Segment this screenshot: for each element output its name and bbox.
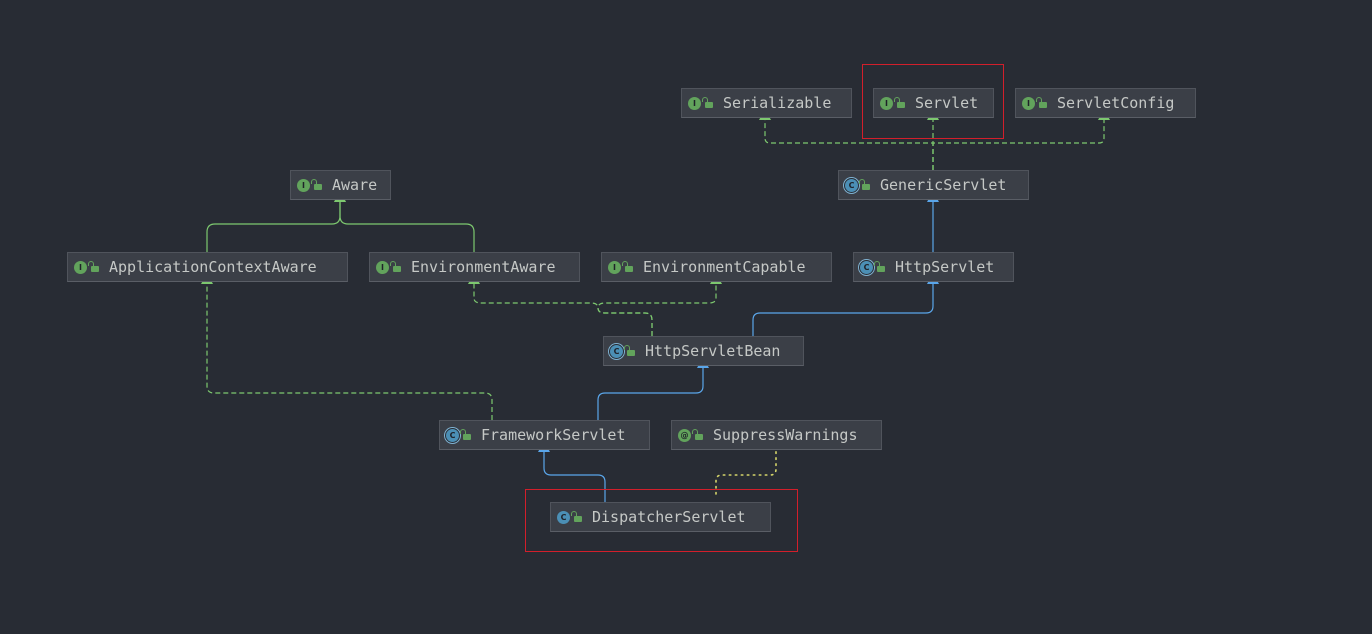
node-httpservletbean[interactable]: C HttpServletBean	[603, 336, 804, 366]
node-frameworkservlet[interactable]: C FrameworkServlet	[439, 420, 650, 450]
node-suppresswarnings[interactable]: @ SuppressWarnings	[671, 420, 882, 450]
node-genericservlet[interactable]: C GenericServlet	[838, 170, 1029, 200]
edge-frameworkservlet-to-httpservletbean	[597, 357, 709, 420]
interface-kind-icon: I	[297, 178, 310, 192]
interface-kind-icon: I	[688, 96, 701, 110]
interface-kind-icon: I	[74, 260, 87, 274]
public-lock-icon	[622, 261, 633, 272]
public-lock-icon	[692, 429, 703, 440]
class-kind-icon: C	[557, 510, 570, 524]
edge-httpservletbean-to-environmentaware	[468, 273, 653, 336]
public-lock-icon	[571, 511, 582, 522]
annotation-kind-icon: @	[678, 428, 691, 442]
public-lock-icon	[460, 429, 471, 440]
interface-kind-icon: I	[880, 96, 893, 110]
public-lock-icon	[624, 345, 635, 356]
node-environmentcapable[interactable]: I EnvironmentCapable	[601, 252, 832, 282]
public-lock-icon	[859, 179, 870, 190]
public-lock-icon	[311, 179, 322, 190]
edge-httpservletbean-to-httpservlet	[752, 273, 939, 336]
node-label: ApplicationContextAware	[109, 258, 317, 276]
edge-dispatcherservlet-to-suppresswarnings	[715, 450, 777, 495]
abstract-kind-icon: C	[845, 178, 858, 192]
node-servlet[interactable]: I Servlet	[873, 88, 994, 118]
node-label: HttpServlet	[895, 258, 995, 276]
node-aware[interactable]: I Aware	[290, 170, 391, 200]
public-lock-icon	[1036, 97, 1047, 108]
node-label: HttpServletBean	[645, 342, 781, 360]
edge-genericservlet-to-servletconfig	[932, 109, 1110, 170]
public-lock-icon	[874, 261, 885, 272]
public-lock-icon	[88, 261, 99, 272]
node-label: EnvironmentCapable	[643, 258, 806, 276]
interface-kind-icon: I	[376, 260, 389, 274]
public-lock-icon	[894, 97, 905, 108]
node-httpservlet[interactable]: C HttpServlet	[853, 252, 1014, 282]
node-environmentaware[interactable]: I EnvironmentAware	[369, 252, 580, 282]
node-dispatcherservlet[interactable]: C DispatcherServlet	[550, 502, 771, 532]
interface-kind-icon: I	[608, 260, 621, 274]
edge-genericservlet-to-serializable	[759, 109, 934, 170]
abstract-kind-icon: C	[446, 428, 459, 442]
node-label: DispatcherServlet	[592, 508, 746, 526]
node-label: SuppressWarnings	[713, 426, 858, 444]
edge-frameworkservlet-to-applicationcontextaware	[201, 273, 493, 420]
node-servletconfig[interactable]: I ServletConfig	[1015, 88, 1196, 118]
node-label: ServletConfig	[1057, 94, 1175, 112]
edge-httpservletbean-to-environmentcapable	[597, 273, 722, 336]
node-label: Aware	[332, 176, 378, 194]
node-label: EnvironmentAware	[411, 258, 556, 276]
edge-environmentaware-to-aware	[334, 191, 475, 252]
edge-dispatcherservlet-to-frameworkservlet	[538, 441, 606, 502]
node-applicationcontextaware[interactable]: I ApplicationContextAware	[67, 252, 348, 282]
node-label: Servlet	[915, 94, 979, 112]
node-label: GenericServlet	[880, 176, 1007, 194]
node-label: FrameworkServlet	[481, 426, 626, 444]
public-lock-icon	[702, 97, 713, 108]
abstract-kind-icon: C	[610, 344, 623, 358]
interface-kind-icon: I	[1022, 96, 1035, 110]
edge-applicationcontextaware-to-aware	[206, 191, 346, 252]
public-lock-icon	[390, 261, 401, 272]
node-serializable[interactable]: I Serializable	[681, 88, 852, 118]
abstract-kind-icon: C	[860, 260, 873, 274]
node-label: Serializable	[723, 94, 832, 112]
